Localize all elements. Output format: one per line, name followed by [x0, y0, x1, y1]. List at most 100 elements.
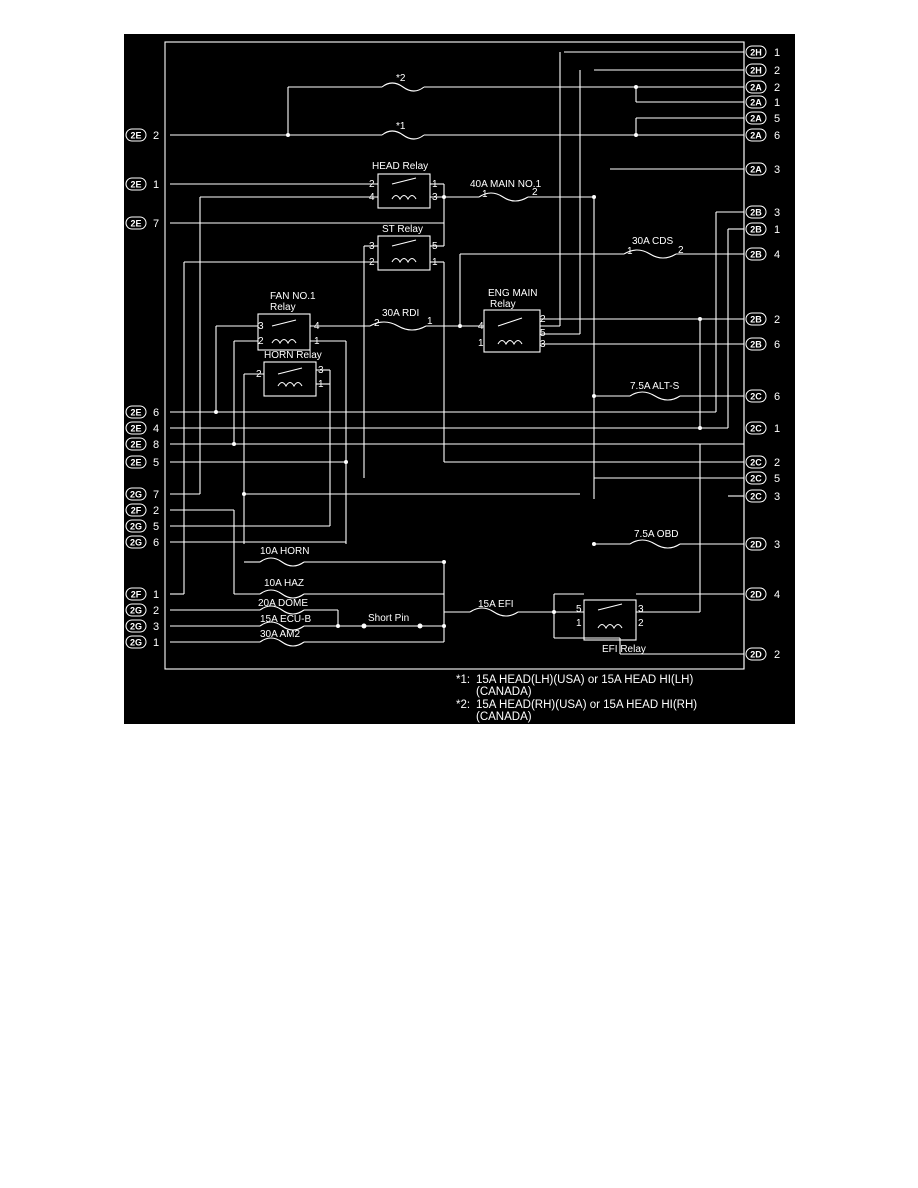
relay-pin: 2 — [258, 336, 264, 347]
connector-id: 2G — [130, 490, 142, 500]
note-text: 15A HEAD(LH)(USA) or 15A HEAD HI(LH) — [476, 674, 693, 686]
connector-id: 2B — [750, 315, 762, 325]
junction-block-frame — [164, 41, 745, 670]
connector-id: 2C — [750, 474, 762, 484]
connector-tag: 2A 5 — [745, 111, 780, 125]
connector-pin: 7 — [153, 218, 159, 230]
fuse-label: 15A EFI — [478, 599, 514, 610]
connector-pin: 2 — [153, 505, 159, 517]
relay-pin: 2 — [256, 369, 262, 380]
connector-id: 2A — [750, 131, 762, 141]
connector-id: 2A — [750, 114, 762, 124]
relay-pin: 3 — [369, 241, 375, 252]
fuse-label: 10A HORN — [260, 546, 309, 557]
relay-pin: 4 — [314, 321, 320, 332]
relay-pin: 5 — [432, 241, 438, 252]
connector-id: 2C — [750, 392, 762, 402]
relay-pin: 1 — [576, 618, 582, 629]
connector-id: 2F — [131, 590, 142, 600]
note-mark: *2: — [456, 699, 470, 711]
relay-pin: 1 — [314, 336, 320, 347]
connector-tag: 2C 5 — [745, 471, 780, 485]
connector-id: 2G — [130, 622, 142, 632]
relay-label: HORN Relay — [264, 350, 322, 361]
relay-pin: 4 — [369, 192, 375, 203]
connector-id: 2E — [130, 219, 141, 229]
fuse-pin: 2 — [374, 318, 380, 329]
relay-pin: 1 — [478, 338, 484, 349]
relay-label: ENG MAIN — [488, 288, 537, 299]
connector-id: 2H — [750, 48, 762, 58]
connector-id: 2D — [750, 540, 762, 550]
fuse-pin: 2 — [678, 245, 684, 256]
connector-id: 2D — [750, 590, 762, 600]
fuse-pin: 1 — [482, 189, 488, 200]
note-cont: (CANADA) — [476, 711, 532, 723]
connector-pin: 1 — [153, 179, 159, 191]
relay-label: HEAD Relay — [372, 161, 428, 172]
connector-pin: 4 — [774, 589, 780, 601]
connector-pin: 5 — [153, 457, 159, 469]
relay-pin: 2 — [540, 314, 546, 325]
relay-pin: 5 — [540, 328, 546, 339]
connector-id: 2E — [130, 408, 141, 418]
fuse-label: *1 — [396, 121, 406, 132]
connector-id: 2E — [130, 440, 141, 450]
connector-id: 2B — [750, 340, 762, 350]
connector-id: 2E — [130, 424, 141, 434]
connector-tag: 2B 2 — [745, 312, 780, 326]
relay-pin: 3 — [318, 365, 324, 376]
note-mark: *1: — [456, 674, 470, 686]
connector-tag: 2C 3 — [745, 489, 780, 503]
connector-pin: 6 — [153, 537, 159, 549]
connector-pin: 2 — [774, 314, 780, 326]
relay-label: Relay — [270, 302, 296, 313]
fuse-label: 10A HAZ — [264, 578, 304, 589]
fuse-label: 30A CDS — [632, 236, 673, 247]
connector-pin: 2 — [153, 130, 159, 142]
connector-id: 2C — [750, 492, 762, 502]
relay-pin: 1 — [432, 179, 438, 190]
connector-pin: 5 — [774, 473, 780, 485]
connector-tag: 2D 4 — [745, 587, 780, 601]
connector-id: 2A — [750, 98, 762, 108]
fuse-label: 30A AM2 — [260, 629, 300, 640]
connector-pin: 3 — [774, 491, 780, 503]
connector-pin: 2 — [774, 457, 780, 469]
fuse-label: *2 — [396, 73, 406, 84]
note-cont: (CANADA) — [476, 686, 532, 698]
relay-pin: 2 — [369, 179, 375, 190]
relay-pin: 3 — [432, 192, 438, 203]
fuse-label: 20A DOME — [258, 598, 308, 609]
connector-pin: 6 — [774, 339, 780, 351]
connector-id: 2D — [750, 650, 762, 660]
connector-pin: 5 — [774, 113, 780, 125]
relay-pin: 1 — [432, 257, 438, 268]
fuse-pin: 2 — [532, 187, 538, 198]
relay-pin: 2 — [638, 618, 644, 629]
fuse-pin: 1 — [427, 316, 433, 327]
connector-id: 2H — [750, 66, 762, 76]
